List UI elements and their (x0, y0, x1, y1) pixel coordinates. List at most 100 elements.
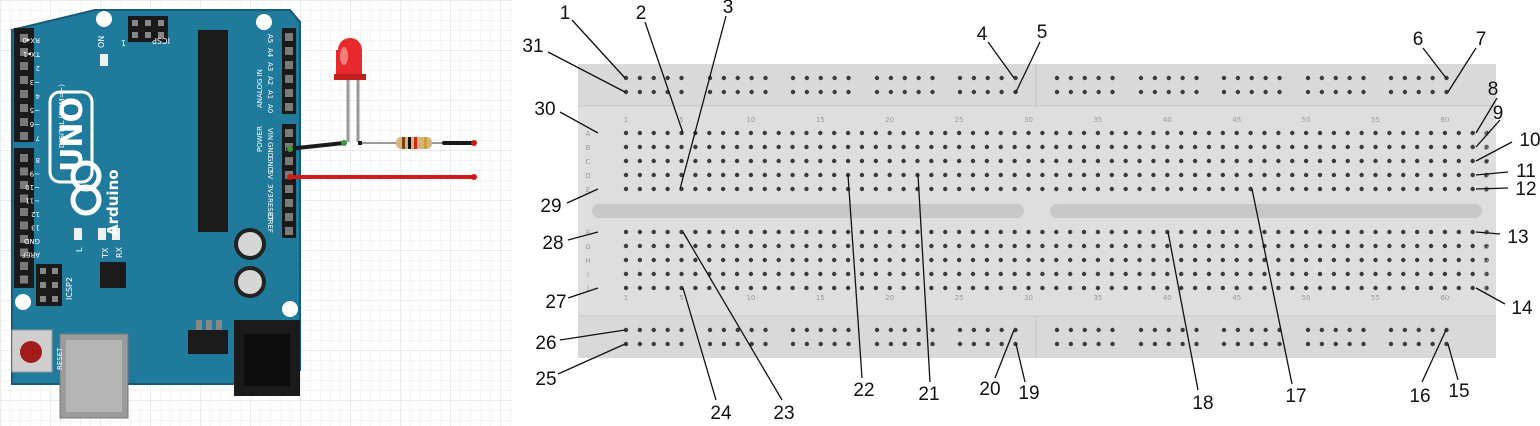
digital-pin-label: GND (24, 237, 40, 245)
mounting-hole (282, 301, 298, 317)
svg-text:GND: GND (266, 142, 274, 158)
digital-pin-label: RX◂0 (22, 36, 40, 44)
column-number: 30 (1024, 294, 1033, 302)
digital-pin-label: 2 (36, 64, 40, 72)
column-number: 15 (816, 294, 825, 302)
tx-label: TX (101, 247, 110, 259)
svg-text:2: 2 (36, 64, 40, 72)
icsp-label: ICSP (152, 36, 170, 45)
callout-leader-line (679, 15, 727, 190)
digital-pin-label: ~10 (25, 183, 40, 191)
digital-pin-label: 8 (36, 156, 40, 164)
callout-number: 7 (1476, 29, 1487, 50)
callout-leader-line (566, 188, 599, 204)
digital-pin-label: ~5 (30, 106, 40, 114)
svg-text:1: 1 (121, 38, 126, 47)
infinity-logo (70, 160, 102, 216)
l-led (74, 228, 82, 240)
row-letter: A (1484, 130, 1489, 138)
mounting-hole (15, 294, 31, 310)
red-wire-5v (287, 174, 477, 180)
row-letter: D (1483, 172, 1488, 180)
reset-label: RESET (56, 347, 64, 370)
callout-leader-line (1422, 47, 1447, 79)
digital-header (14, 28, 34, 288)
power-pin-label: IOREF (266, 212, 274, 233)
callout-number: 28 (542, 233, 563, 254)
column-number: 5 (679, 294, 683, 302)
callout-number: 27 (545, 292, 566, 313)
callout-number: 15 (1448, 381, 1469, 402)
callout-leader-line (1167, 231, 1199, 391)
row-letter: G (1483, 243, 1488, 251)
svg-text:DIGITAL (PWM=~): DIGITAL (PWM=~) (58, 84, 66, 148)
svg-text:RESET: RESET (56, 347, 64, 370)
callout-number: 19 (1018, 383, 1039, 404)
callout-number: 18 (1192, 393, 1213, 414)
top-power-rail (578, 64, 1496, 106)
resistor (362, 137, 444, 149)
power-pin-label: VIN (266, 128, 274, 140)
svg-text:A1: A1 (266, 90, 274, 99)
callout-leader-line (847, 174, 863, 379)
callout-number: 29 (540, 196, 561, 217)
svg-text:AREF: AREF (22, 251, 40, 259)
svg-text:ICSP2: ICSP2 (65, 277, 74, 300)
callout-number: 20 (979, 379, 1000, 400)
callout-leader-line (559, 329, 626, 341)
callout-number: 21 (918, 384, 939, 405)
column-number: 40 (1163, 116, 1172, 124)
icsp-header (128, 16, 168, 42)
row-letter: C (586, 158, 591, 166)
column-number: 1 (624, 294, 628, 302)
svg-text:12: 12 (31, 210, 40, 218)
black-wire-gnd (286, 140, 362, 152)
analog-pin-label: A0 (266, 104, 274, 113)
rx-label: RX (115, 246, 124, 258)
callout-number: 5 (1037, 22, 1048, 43)
analog-pin-label: A5 (266, 34, 274, 43)
power-pin-label: 3V3 (266, 184, 274, 198)
callout-leader-line (1421, 329, 1447, 383)
svg-text:GND: GND (266, 156, 274, 172)
uno-logo: UNO (48, 90, 94, 184)
callout-number: 12 (1515, 179, 1536, 200)
icsp-pin1-label: 1 (121, 38, 126, 47)
digital-pin-label: AREF (22, 251, 40, 259)
bottom-power-rail (578, 316, 1496, 358)
arduino-uno-board: UNO Arduino DIGITAL (PWM=~) ANALOG IN PO… (11, 9, 301, 419)
svg-text:RESET: RESET (266, 198, 274, 221)
row-letter: A (586, 130, 591, 138)
svg-text:L: L (75, 247, 84, 252)
svg-text:~10: ~10 (25, 183, 40, 191)
rx-led (112, 228, 120, 240)
svg-text:4: 4 (35, 92, 40, 100)
digital-pin-label: 7 (36, 134, 40, 142)
svg-text:A3: A3 (266, 62, 274, 71)
digital-pin-label: ~11 (25, 197, 40, 205)
callout-leader-line (1475, 119, 1501, 148)
digital-pin-label: ~9 (30, 170, 40, 178)
callout-number: 1 (560, 3, 571, 24)
row-letter: B (1484, 144, 1489, 152)
svg-text:ANALOG IN: ANALOG IN (256, 69, 264, 108)
digital-pin-label: 13 (31, 224, 40, 232)
svg-text:~5: ~5 (30, 106, 40, 114)
callout-leader-line (559, 111, 599, 134)
capacitors (234, 228, 266, 298)
power-jack (234, 320, 300, 396)
row-letter: I (587, 271, 589, 279)
callout-leader-line (1475, 231, 1501, 235)
column-numbers: 1155101015152020252530303535404045455050… (624, 116, 1450, 302)
center-channel (1050, 204, 1482, 218)
svg-text:UNO: UNO (55, 97, 90, 172)
svg-text:RX: RX (115, 246, 124, 258)
callout-number: 2 (636, 3, 647, 24)
svg-text:~9: ~9 (30, 170, 40, 178)
callout-number: 22 (853, 380, 874, 401)
microcontroller-chip (198, 30, 228, 232)
column-number: 55 (1371, 294, 1380, 302)
voltage-regulator (188, 320, 228, 354)
